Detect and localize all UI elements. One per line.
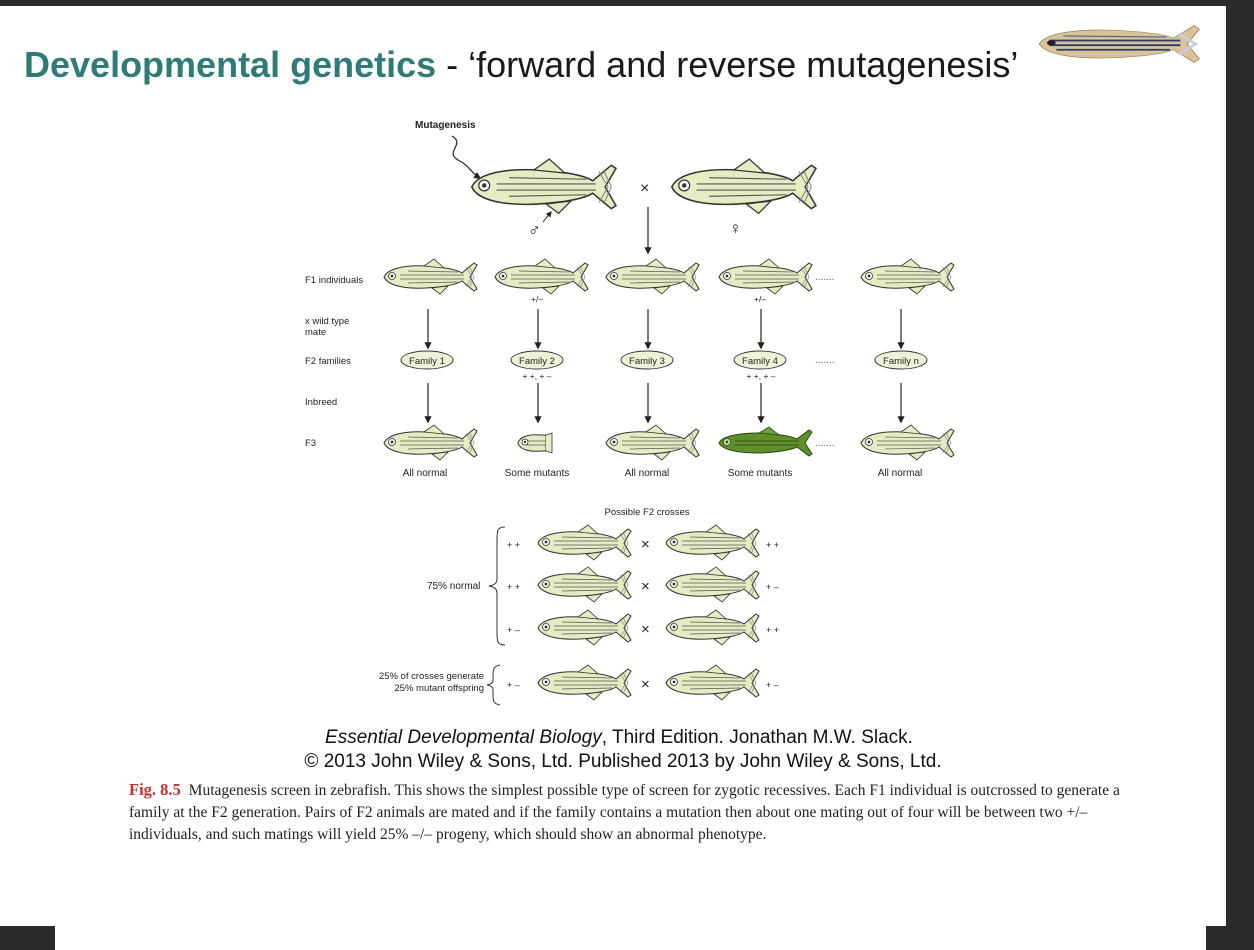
family-3-label: Family 3 (629, 356, 665, 367)
cross-2-right-genotype: + – (766, 582, 779, 592)
citation-line-1: Essential Developmental Biology, Third E… (0, 727, 1246, 749)
slide-bottom-strip (55, 926, 1206, 950)
slide (0, 6, 1226, 926)
citation-rest: , Third Edition. Jonathan M.W. Slack. (601, 727, 913, 748)
cross-3-symbol: × (641, 621, 650, 638)
title-rest: - ‘forward and reverse mutagenesis’ (436, 44, 1019, 85)
cross-row-4: + – × + – (507, 664, 779, 701)
male-symbol: ♂ (528, 221, 541, 240)
cross-1-symbol: × (641, 536, 650, 553)
cross-4-left-genotype: + – (507, 680, 520, 690)
f1-fish-1 (383, 258, 478, 295)
row-label-wild-1: x wild type (305, 316, 349, 327)
f3-fish-1 (383, 424, 478, 461)
cross-3-left-genotype: + – (507, 625, 520, 635)
row-label-wild-2: mate (305, 327, 326, 338)
parent-fish-female (671, 158, 817, 215)
outcome-1: All normal (403, 468, 447, 479)
mutant-brace (486, 664, 501, 706)
f1-fish-4 (718, 258, 813, 295)
f3-dots: ....... (815, 438, 834, 449)
cross-1-right-genotype: + + (766, 540, 779, 550)
mutant-label-1: 25% of crosses generate (379, 671, 484, 682)
f1-genotype-4: +/– (754, 294, 766, 304)
f3-fish-3 (605, 424, 700, 461)
cross-symbol: × (640, 180, 649, 197)
cross-row-2: + + × + – (507, 566, 779, 603)
slide-title: Developmental genetics - ‘forward and re… (24, 44, 1018, 86)
figure-caption: Fig. 8.5 Mutagenesis screen in zebrafish… (129, 779, 1139, 846)
cross-1-right-fish (665, 524, 760, 561)
cross-2-left-fish (537, 566, 632, 603)
normal-label: 75% normal (427, 581, 480, 592)
cross-2-left-genotype: + + (507, 582, 520, 592)
cross-3-left-fish (537, 609, 632, 646)
zebrafish-photo (1038, 25, 1200, 63)
f1-fish-2 (494, 258, 589, 295)
mutant-label-2: 25% mutant offspring (394, 683, 484, 694)
cross-row-1: + + × + + (507, 524, 779, 561)
f1-dots: ....... (815, 272, 834, 283)
f1-fish-5 (860, 258, 955, 295)
citation-book: Essential Developmental Biology (325, 727, 602, 748)
family-4-genotypes: + +, + – (746, 371, 775, 381)
cross-4-symbol: × (641, 676, 650, 693)
cross-2-symbol: × (641, 578, 650, 595)
cross-1-left-fish (537, 524, 632, 561)
cross-3-right-genotype: + + (766, 625, 779, 635)
window-edge-left (0, 926, 55, 950)
family-2-label: Family 2 (519, 356, 555, 367)
cross-2-right-fish (665, 566, 760, 603)
outcome-3: All normal (625, 468, 669, 479)
cross-4-right-genotype: + – (766, 680, 779, 690)
normal-brace (488, 526, 506, 646)
figure-label: Fig. 8.5 (129, 780, 181, 799)
caption-text: Mutagenesis screen in zebrafish. This sh… (129, 782, 1120, 843)
cross-3-right-fish (665, 609, 760, 646)
family-2-ellipse (510, 350, 564, 370)
row-label-inbreed: Inbreed (305, 397, 337, 408)
outcome-2: Some mutants (505, 468, 569, 479)
family-1-ellipse (400, 350, 454, 370)
family-1-label: Family 1 (409, 356, 445, 367)
row-label-f1: F1 individuals (305, 275, 363, 286)
mutagenesis-label: Mutagenesis (415, 120, 476, 131)
window-edge-right (1206, 926, 1254, 950)
f1-genotype-2: +/– (531, 294, 543, 304)
family-n-label: Family n (883, 356, 919, 367)
f3-fish-4-mutant (718, 426, 813, 457)
family-3-ellipse (620, 350, 674, 370)
crosses-title: Possible F2 crosses (604, 507, 689, 518)
f3-fish-2-mutant (517, 432, 553, 454)
cross-4-right-fish (665, 664, 760, 701)
row-label-f2: F2 families (305, 356, 351, 367)
f1-fish-3 (605, 258, 700, 295)
f3-fish-5 (860, 424, 955, 461)
family-2-genotypes: + +, + – (522, 371, 551, 381)
outcome-5: All normal (878, 468, 922, 479)
row-label-f3: F3 (305, 438, 316, 449)
mutagenesis-squiggle (451, 135, 482, 179)
cross-4-left-fish (537, 664, 632, 701)
female-symbol: ♀ (729, 219, 742, 238)
title-strong: Developmental genetics (24, 44, 437, 85)
family-n-ellipse (874, 350, 928, 370)
citation-copyright: © 2013 John Wiley & Sons, Ltd. Published… (304, 751, 942, 772)
parent-fish-male (471, 158, 617, 215)
family-4-label: Family 4 (742, 356, 778, 367)
male-pointer (542, 211, 552, 223)
f2-dots: ....... (815, 355, 834, 366)
outcome-4: Some mutants (728, 468, 792, 479)
cross-1-left-genotype: + + (507, 540, 520, 550)
family-4-ellipse (733, 350, 787, 370)
cross-row-3: + – × + + (507, 609, 779, 646)
